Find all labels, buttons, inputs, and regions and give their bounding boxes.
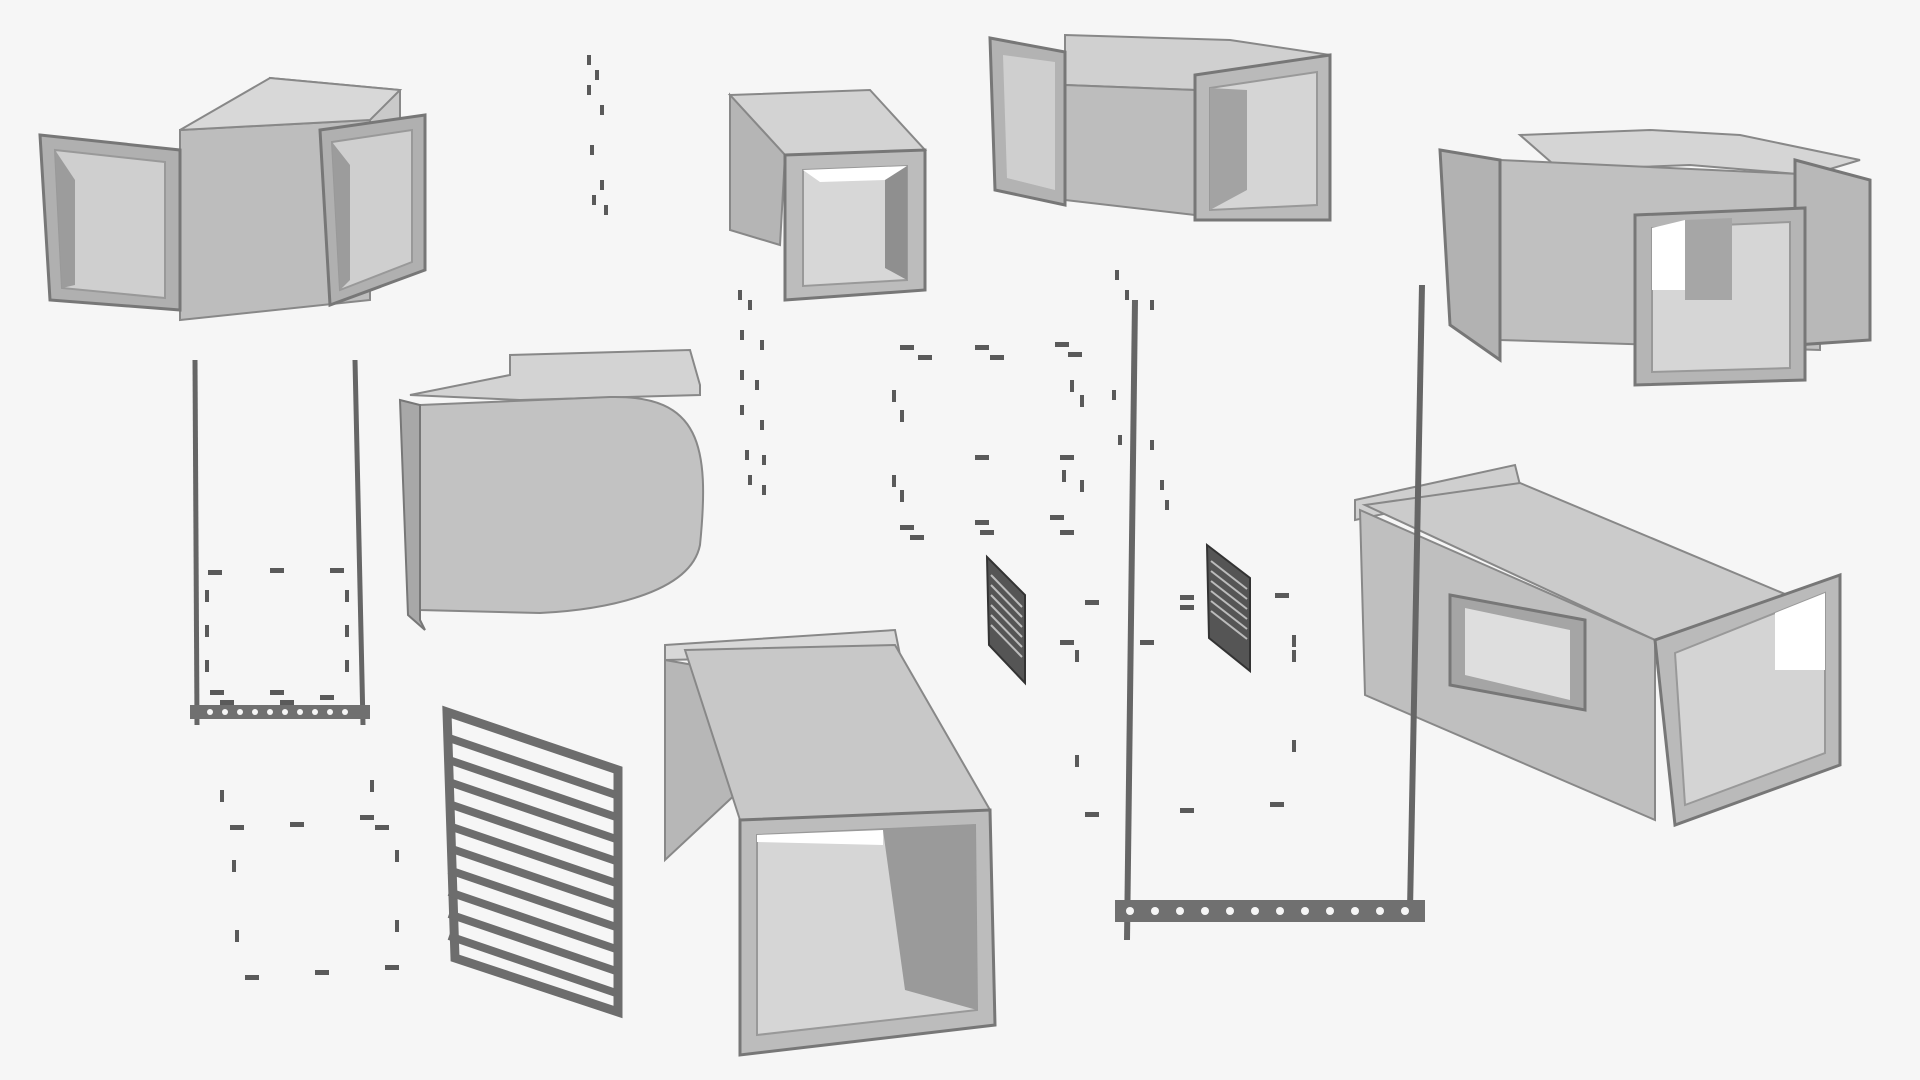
- long-straight-duct: [664, 628, 1005, 1060]
- small-grille: [1205, 542, 1255, 674]
- duct-with-side-opening: [1354, 463, 1845, 828]
- threaded-rod-hanger: [1110, 284, 1430, 945]
- cross-tee-duct: [38, 70, 440, 330]
- threaded-rod-hanger: [185, 359, 375, 740]
- small-grille: [985, 554, 1030, 686]
- offset-duct: [985, 30, 1335, 230]
- short-straight-duct: [725, 88, 935, 310]
- radius-elbow-duct: [398, 345, 710, 635]
- four-way-cross-duct: [1438, 120, 1880, 400]
- louvered-grille: [442, 705, 623, 1019]
